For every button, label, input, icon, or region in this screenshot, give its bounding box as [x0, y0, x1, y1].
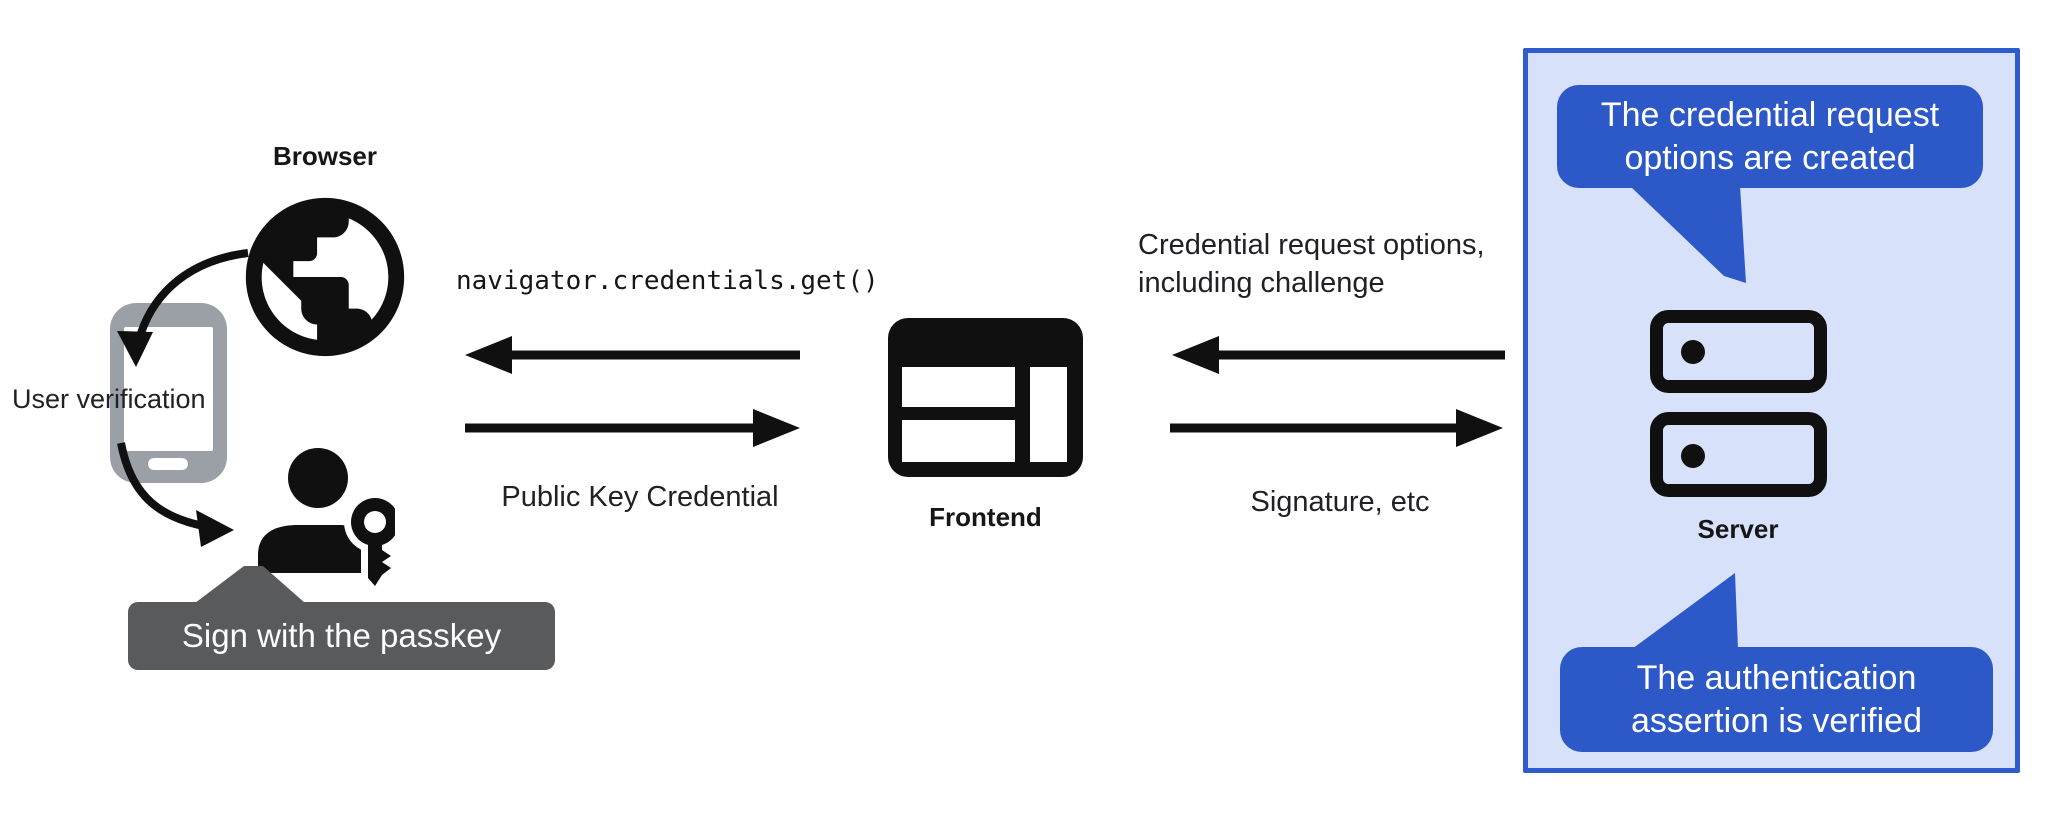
- credential-request-line2: including challenge: [1138, 267, 1385, 299]
- globe-icon: [245, 197, 405, 357]
- navigator-credentials-get-code: navigator.credentials.get(): [456, 266, 879, 296]
- user-verification-label: User verification: [12, 384, 206, 414]
- sign-tooltip: Sign with the passkey: [128, 602, 555, 670]
- credential-request-line1: Credential request options,: [1138, 229, 1485, 261]
- arrow-frontend-to-server: [1170, 409, 1503, 447]
- sign-tooltip-text: Sign with the passkey: [181, 617, 502, 654]
- arrow-frontend-to-browser: [465, 336, 800, 374]
- server-icon: [1650, 310, 1827, 497]
- smartphone-home-slot: [148, 458, 188, 470]
- credential-options-created-bubble: The credential request options are creat…: [1557, 85, 1983, 188]
- arrow-browser-to-frontend: [465, 409, 800, 447]
- assertion-verified-bubble: The authentication assertion is verified: [1560, 647, 1993, 752]
- server-label: Server: [1697, 514, 1779, 544]
- bubble-top-line2: options are created: [1624, 138, 1916, 177]
- browser-label: Browser: [272, 141, 378, 171]
- arrow-server-to-frontend: [1172, 336, 1505, 374]
- signature-label: Signature, etc: [1250, 486, 1430, 518]
- bubble-bottom-line2: assertion is verified: [1630, 701, 1922, 740]
- bubble-top-line1: The credential request: [1600, 95, 1940, 134]
- frontend-window-icon: [888, 318, 1083, 477]
- credential-request-label: Credential request options, including ch…: [1138, 226, 1485, 302]
- public-key-credential-label: Public Key Credential: [501, 481, 779, 513]
- passkey-person-icon: [258, 448, 395, 590]
- bubble-bottom-line1: The authentication: [1636, 658, 1917, 697]
- frontend-label: Frontend: [929, 502, 1042, 532]
